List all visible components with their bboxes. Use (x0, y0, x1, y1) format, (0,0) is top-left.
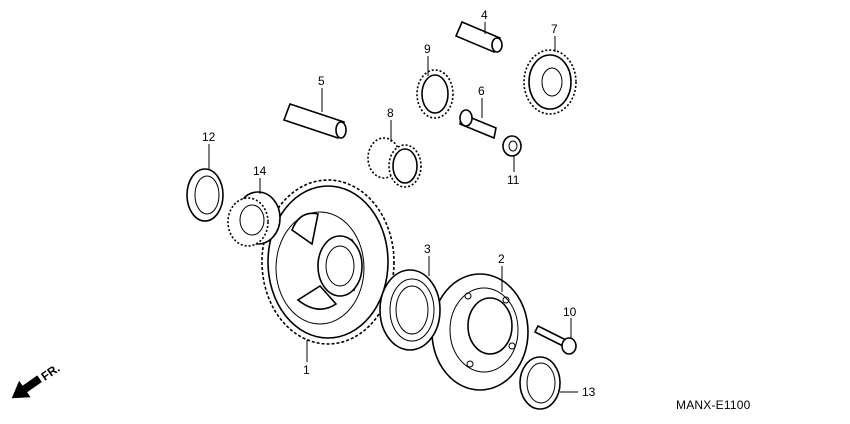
callout-14: 14 (253, 164, 267, 178)
callout-5: 5 (318, 74, 325, 88)
callout-3: 3 (424, 242, 431, 256)
leader-lines (208, 22, 578, 393)
part-13-washer (519, 356, 561, 410)
callout-labels: 1 2 3 4 5 6 7 8 9 10 11 12 13 14 (202, 8, 596, 399)
part-14-needle-bearing (227, 191, 281, 247)
part-4-shaft (454, 20, 503, 54)
part-12-washer (186, 168, 224, 222)
part-10-bolt (533, 324, 577, 355)
part-11-washer (502, 135, 522, 157)
part-7-gear (523, 49, 577, 115)
part-8-reduction-gear (367, 137, 422, 188)
part-6-gear-shaft (459, 109, 497, 140)
callout-11: 11 (507, 173, 520, 187)
callout-2: 2 (498, 252, 505, 266)
part-3-one-way-clutch (379, 269, 441, 351)
callout-10: 10 (563, 305, 577, 319)
callout-9: 9 (424, 42, 431, 56)
callout-1: 1 (303, 363, 310, 377)
part-5-shaft (282, 102, 347, 140)
callout-8: 8 (387, 106, 394, 120)
callout-4: 4 (481, 8, 488, 22)
part-2-starter-clutch-outer (431, 273, 529, 391)
callout-13: 13 (582, 385, 596, 399)
callout-7: 7 (551, 22, 558, 36)
front-direction-arrow: FR. (11, 361, 63, 399)
part-9-idle-gear (416, 69, 454, 119)
callout-6: 6 (478, 84, 485, 98)
callout-12: 12 (202, 130, 216, 144)
direction-label: FR. (39, 361, 63, 384)
diagram-code: MANX-E1100 (676, 398, 751, 412)
part-1-starter-driven-gear (261, 179, 395, 345)
